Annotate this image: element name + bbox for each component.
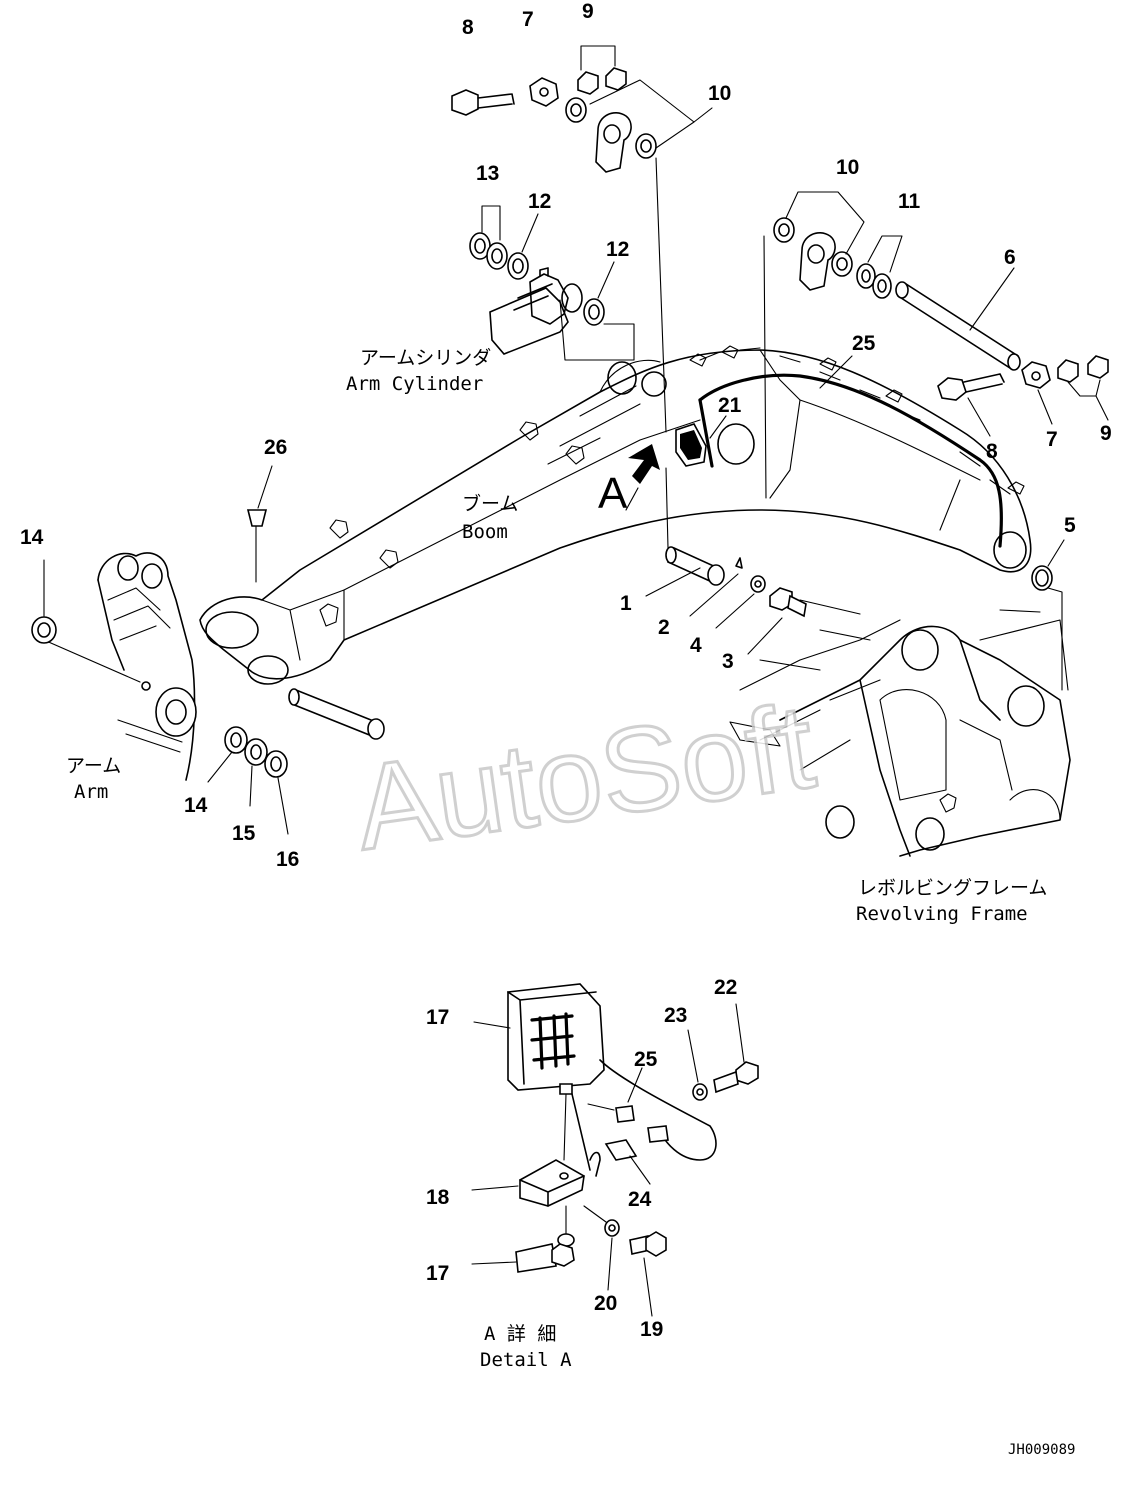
- washers-14-15-16: [31, 559, 289, 835]
- detail-a-cable: [587, 1059, 717, 1161]
- bolt-8-right: [937, 373, 1005, 437]
- detail-a-washer-20: [583, 1205, 620, 1291]
- watermark-text: AutoSoft: [347, 679, 821, 876]
- callout-10: 10: [708, 82, 731, 105]
- callout-7: 7: [522, 8, 534, 31]
- washer-10-top: [565, 79, 713, 173]
- revolving-frame: [729, 599, 1071, 857]
- detail-a-bracket-18: [471, 1093, 591, 1241]
- detail-a-bolt-19: [629, 1231, 667, 1317]
- labels: アームシリンダ Arm Cylinder ブーム Boom アーム Arm レボ…: [66, 347, 1075, 1458]
- detail-a-nut-17: [471, 1233, 575, 1273]
- callout-5: 5: [1064, 514, 1076, 537]
- callout-6: 6: [1004, 246, 1016, 269]
- callout-25: 25: [634, 1048, 658, 1071]
- callout-24: 24: [628, 1188, 652, 1211]
- callout-22: 22: [714, 976, 737, 999]
- washers-13-12: [469, 205, 615, 326]
- callout-21: 21: [718, 394, 742, 417]
- boom: [199, 345, 1032, 685]
- callout-16: 16: [276, 848, 299, 871]
- pin-1: [645, 546, 725, 597]
- leader-lines: [43, 157, 1063, 691]
- callout-19: 19: [640, 1318, 663, 1341]
- callout-20: 20: [594, 1292, 617, 1315]
- callout-17: 17: [426, 1006, 449, 1029]
- callout-14: 14: [20, 526, 44, 549]
- callout-11: 11: [898, 190, 921, 213]
- callout-3: 3: [722, 650, 734, 673]
- nuts-9-top: [577, 45, 627, 95]
- callout-9: 9: [582, 0, 594, 23]
- callout-13: 13: [476, 162, 499, 185]
- callout-17: 17: [426, 1262, 449, 1285]
- bolt-8-top: [451, 89, 515, 116]
- boom-foot-pin: [288, 688, 385, 740]
- callout-8: 8: [986, 440, 998, 463]
- label-arm-cylinder-en: Arm Cylinder: [346, 373, 483, 395]
- snap-ring-2: [689, 557, 743, 617]
- nut-7-top: [529, 77, 559, 107]
- label-boom-en: Boom: [462, 521, 508, 543]
- view-arrow-a: A: [598, 444, 660, 518]
- detail-a-clip-24: [589, 1139, 651, 1185]
- callout-12: 12: [528, 190, 551, 213]
- drawing-code: JH009089: [1008, 1442, 1075, 1458]
- callout-1: 1: [620, 592, 632, 615]
- cap-26: [246, 465, 273, 527]
- wire-harness-25: [698, 355, 1003, 548]
- detail-a-bolt-22: [713, 1003, 759, 1094]
- label-boom-jp: ブーム: [462, 492, 518, 515]
- watermark: AutoSoft: [346, 677, 823, 877]
- arm: [97, 552, 197, 781]
- callout-15: 15: [232, 822, 256, 845]
- callout-14: 14: [184, 794, 208, 817]
- callout-23: 23: [664, 1004, 687, 1027]
- callout-12: 12: [606, 238, 629, 261]
- bolt-3: [747, 587, 807, 655]
- callout-2: 2: [658, 616, 670, 639]
- callout-26: 26: [264, 436, 287, 459]
- label-detail-en: Detail A: [480, 1349, 572, 1371]
- callout-4: 4: [690, 634, 702, 657]
- callout-7: 7: [1046, 428, 1058, 451]
- nut-7-right: [1021, 361, 1053, 425]
- view-marker-text: A: [598, 469, 628, 518]
- label-detail-jp: A 詳 細: [484, 1323, 556, 1345]
- callout-18: 18: [426, 1186, 450, 1209]
- washer-4: [715, 575, 766, 629]
- label-revolving-jp: レボルビングフレーム: [858, 877, 1047, 899]
- ring-5: [1031, 539, 1065, 591]
- arm-cylinder: [489, 267, 635, 361]
- detail-a-washer-23: [687, 1029, 708, 1101]
- pin-6: [895, 267, 1021, 371]
- callout-8: 8: [462, 16, 474, 39]
- callout-9: 9: [1100, 422, 1112, 445]
- detail-a-lamp-17: [473, 983, 605, 1095]
- label-arm-cylinder-jp: アームシリンダ: [360, 347, 491, 369]
- nuts-9-right: [1057, 355, 1109, 421]
- callout-10: 10: [836, 156, 859, 179]
- work-lamp-21: [675, 415, 727, 467]
- callout-25: 25: [852, 332, 876, 355]
- washers-10-11-right: [773, 191, 903, 299]
- label-revolving-en: Revolving Frame: [856, 903, 1028, 925]
- label-arm-en: Arm: [74, 781, 108, 803]
- label-arm-jp: アーム: [66, 755, 121, 777]
